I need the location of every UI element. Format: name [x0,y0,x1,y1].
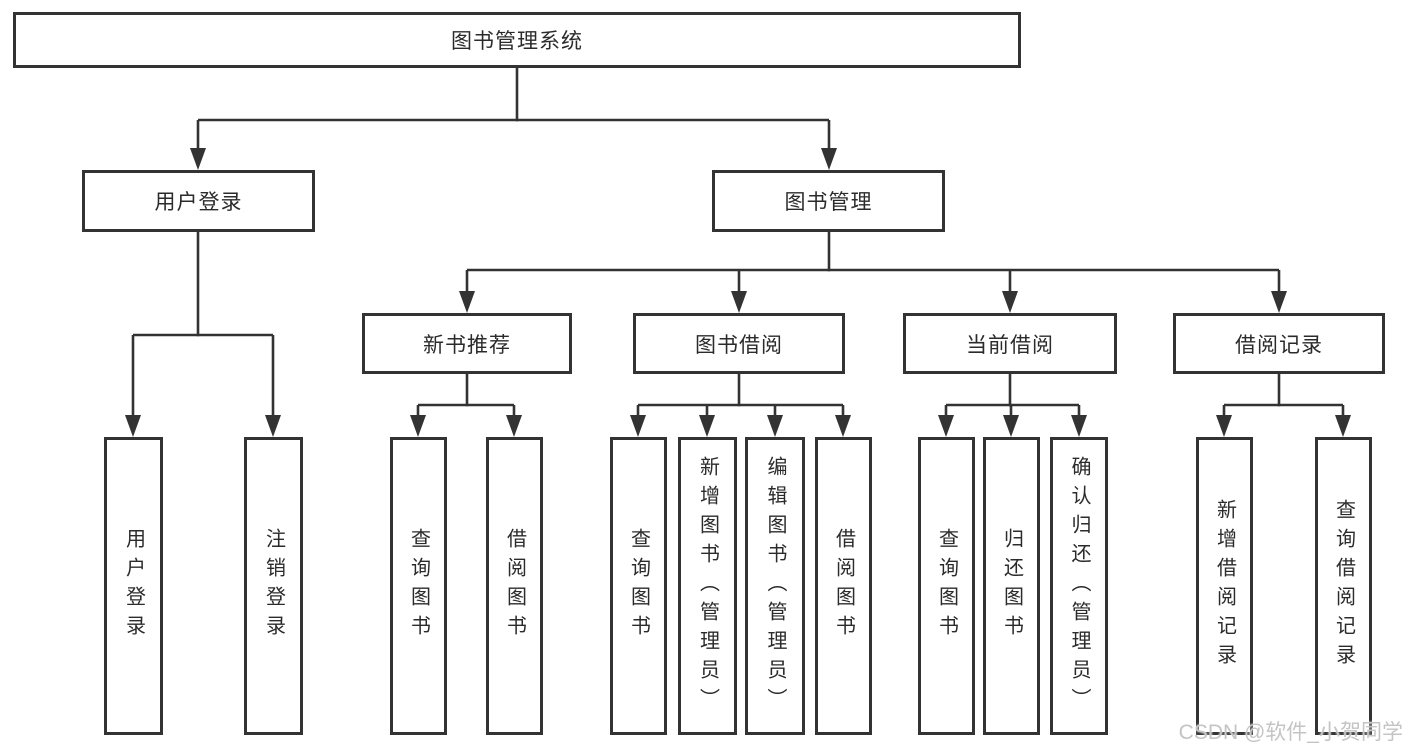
node-borrow-records-label: 借阅记录 [1235,333,1323,357]
node-new-book-recommend-label: 新书推荐 [423,333,511,357]
leaf-logout-label: 注销登录 [262,528,285,644]
leaf-borrowing-edit-books-label: 编辑图书（管理员） [764,455,786,717]
csdn-watermark: CSDN @软件_小贺同学 [1178,721,1403,744]
leaf-current-confirm-return: 确认归还（管理员） [1050,437,1108,735]
leaf-user-login: 用户登录 [104,437,163,735]
leaf-borrowing-add-books: 新增图书（管理员） [678,437,737,735]
leaf-recommend-borrow-books-label: 借阅图书 [503,528,526,644]
node-book-management: 图书管理 [712,170,945,232]
leaf-user-login-label: 用户登录 [122,528,145,644]
leaf-borrowing-edit-books: 编辑图书（管理员） [745,437,805,735]
leaf-borrowing-borrow-books: 借阅图书 [815,437,872,735]
node-library-system-label: 图书管理系统 [451,30,583,53]
leaf-borrowing-query-books: 查询图书 [610,437,667,735]
leaf-recommend-borrow-books: 借阅图书 [486,437,543,735]
leaf-current-query-books-label: 查询图书 [935,528,958,644]
leaf-records-query-record-label: 查询借阅记录 [1332,499,1355,673]
node-user-login-label: 用户登录 [154,191,243,214]
node-book-management-label: 图书管理 [784,191,873,214]
leaf-current-confirm-return-label: 确认归还（管理员） [1068,455,1090,717]
leaf-recommend-query-books-label: 查询图书 [407,528,430,644]
node-new-book-recommend: 新书推荐 [362,313,572,374]
node-user-login: 用户登录 [82,170,315,232]
leaf-borrowing-query-books-label: 查询图书 [627,528,650,644]
node-book-borrowing: 图书借阅 [633,313,845,374]
leaf-recommend-query-books: 查询图书 [390,437,447,735]
node-current-borrowing-label: 当前借阅 [966,333,1054,357]
node-current-borrowing: 当前借阅 [903,313,1117,374]
leaf-current-return-books: 归还图书 [983,437,1040,735]
leaf-records-query-record: 查询借阅记录 [1315,437,1372,735]
leaf-logout: 注销登录 [244,437,303,735]
leaf-records-add-record-label: 新增借阅记录 [1213,499,1236,673]
node-book-borrowing-label: 图书借阅 [695,333,783,357]
leaf-borrowing-borrow-books-label: 借阅图书 [832,528,855,644]
leaf-records-add-record: 新增借阅记录 [1196,437,1253,735]
node-library-system: 图书管理系统 [13,12,1021,68]
node-borrow-records: 借阅记录 [1173,313,1385,374]
leaf-borrowing-add-books-label: 新增图书（管理员） [696,455,719,717]
leaf-current-query-books: 查询图书 [918,437,975,735]
leaf-current-return-books-label: 归还图书 [1000,528,1023,644]
